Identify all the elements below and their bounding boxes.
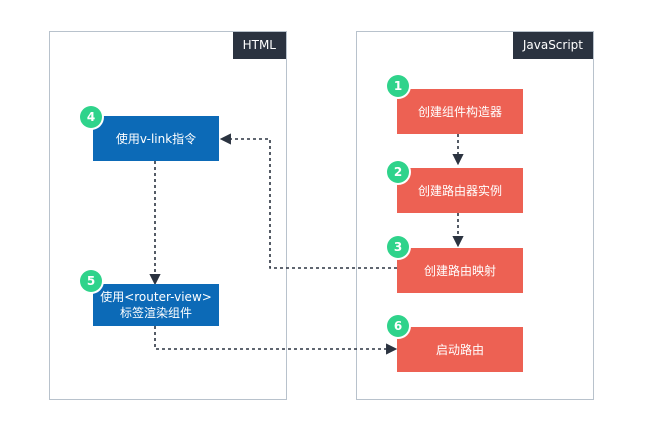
step4-box: 使用v-link指令 — [93, 116, 219, 161]
arrow-step5-to-step6 — [154, 326, 398, 355]
step5-label: 使用<router-view> 标签渲染组件 — [100, 290, 212, 320]
step4-badge: 4 — [80, 106, 102, 128]
html-panel-label: HTML — [232, 32, 286, 59]
step4-label: 使用v-link指令 — [115, 131, 197, 146]
step2-badge: 2 — [387, 161, 409, 183]
step6-box: 启动路由 — [397, 327, 523, 372]
step3-box: 创建路由映射 — [397, 248, 523, 293]
step2-label: 创建路由器实例 — [417, 183, 502, 198]
step1-badge: 1 — [387, 75, 409, 97]
javascript-panel-label: JavaScript — [512, 32, 593, 59]
step5-box: 使用<router-view> 标签渲染组件 — [93, 284, 219, 326]
step6-badge: 6 — [387, 315, 409, 337]
step3-label: 创建路由映射 — [423, 263, 496, 278]
step5-badge: 5 — [80, 270, 102, 292]
arrow-step3-to-step4 — [219, 133, 397, 269]
step1-label: 创建组件构造器 — [417, 104, 502, 119]
step6-label: 启动路由 — [435, 342, 484, 357]
step3-badge: 3 — [387, 236, 409, 258]
html-panel: HTML — [49, 31, 287, 400]
step2-box: 创建路由器实例 — [397, 168, 523, 213]
step1-box: 创建组件构造器 — [397, 89, 523, 134]
